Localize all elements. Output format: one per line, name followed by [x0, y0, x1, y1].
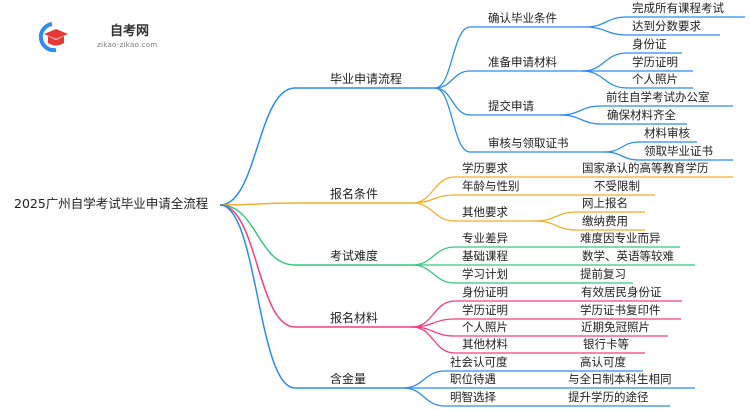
leaf-node: 数学、英语等较难	[582, 249, 674, 263]
leaf-node: 个人照片	[632, 72, 678, 86]
leaf-node: 领取毕业证书	[644, 144, 713, 158]
child-node: 提交申请	[488, 99, 534, 113]
child-connector	[434, 70, 582, 89]
leaf-node: 有效居民身份证	[581, 285, 662, 299]
leaf-node: 确保材料齐全	[607, 108, 676, 122]
child-node: 学历要求	[462, 161, 508, 175]
leaf-connector	[604, 141, 697, 153]
child-connector	[434, 26, 585, 89]
branch-connector	[219, 204, 403, 389]
leaf-node: 与全日制本科生相同	[568, 372, 672, 386]
leaf-node: 银行卡等	[583, 337, 629, 351]
child-connector	[411, 326, 645, 354]
leaf-node: 提前复习	[580, 267, 626, 281]
leaf-connector	[581, 70, 693, 89]
child-node: 社会认可度	[450, 355, 508, 369]
child-connector	[402, 387, 670, 407]
leaf-connector	[584, 26, 720, 36]
leaf-node: 材料审核	[644, 126, 690, 140]
leaf-node: 缴纳费用	[582, 214, 628, 228]
leaf-node: 身份证	[632, 37, 667, 51]
child-connector	[434, 87, 560, 116]
logo: 自考网 zikao-zikao.com	[30, 20, 160, 54]
child-connector	[411, 264, 633, 284]
child-node: 审核与领取证书	[488, 136, 569, 150]
branch-node: 含金量	[330, 372, 367, 386]
branch-connector	[219, 204, 412, 266]
branch-node: 考试难度	[330, 249, 379, 263]
graduation-cap-icon	[38, 22, 68, 53]
leaf-node: 学历证明	[632, 55, 678, 69]
leaf-connector	[534, 220, 645, 231]
leaf-node: 网上报名	[582, 196, 628, 210]
root-node: 2025广州自学考试毕业申请全流程	[14, 196, 209, 211]
child-connector	[411, 194, 655, 204]
child-connector	[434, 87, 605, 153]
leaf-node: 近期免冠照片	[581, 320, 650, 334]
child-node: 明智选择	[450, 390, 496, 404]
branch-node: 毕业申请流程	[330, 72, 403, 86]
leaf-node: 高认可度	[580, 355, 626, 369]
child-node: 其他材料	[462, 337, 508, 351]
child-node: 基础课程	[462, 249, 508, 263]
child-node: 确认毕业条件	[488, 11, 557, 25]
leaf-connector	[534, 211, 645, 222]
leaf-node: 完成所有课程考试	[632, 1, 724, 15]
child-connector	[411, 176, 733, 204]
child-node: 年龄与性别	[462, 179, 520, 193]
leaf-node: 提升学历的途径	[568, 390, 649, 404]
leaf-node: 不受限制	[594, 179, 640, 193]
leaf-node: 达到分数要求	[632, 19, 701, 33]
leaf-node: 国家承认的高等教育学历	[582, 161, 709, 175]
child-node: 职位待遇	[450, 372, 496, 386]
branch-connector	[219, 87, 435, 206]
child-node: 学历证明	[462, 303, 508, 317]
child-node: 个人照片	[462, 320, 508, 334]
leaf-node: 学历证书复印件	[580, 303, 661, 317]
child-node: 准备申请材料	[488, 55, 557, 69]
leaf-node: 难度因专业而异	[580, 231, 661, 245]
child-node: 身份证明	[462, 285, 508, 299]
logo-title: 自考网	[110, 24, 150, 39]
leaf-node: 前往自学考试办公室	[606, 90, 710, 104]
leaf-connector	[604, 151, 733, 161]
branch-connector	[219, 202, 412, 206]
branch-node: 报名条件	[330, 187, 379, 201]
logo-url: zikao-zikao.com	[97, 41, 158, 49]
leaf-connector	[584, 16, 745, 28]
child-node: 学习计划	[462, 267, 508, 281]
child-connector	[411, 202, 535, 222]
branch-node: 报名材料	[330, 311, 379, 325]
leaf-connector	[559, 114, 687, 125]
child-node: 其他要求	[462, 205, 508, 219]
branch-connector	[219, 204, 412, 328]
child-node: 专业差异	[462, 231, 508, 245]
